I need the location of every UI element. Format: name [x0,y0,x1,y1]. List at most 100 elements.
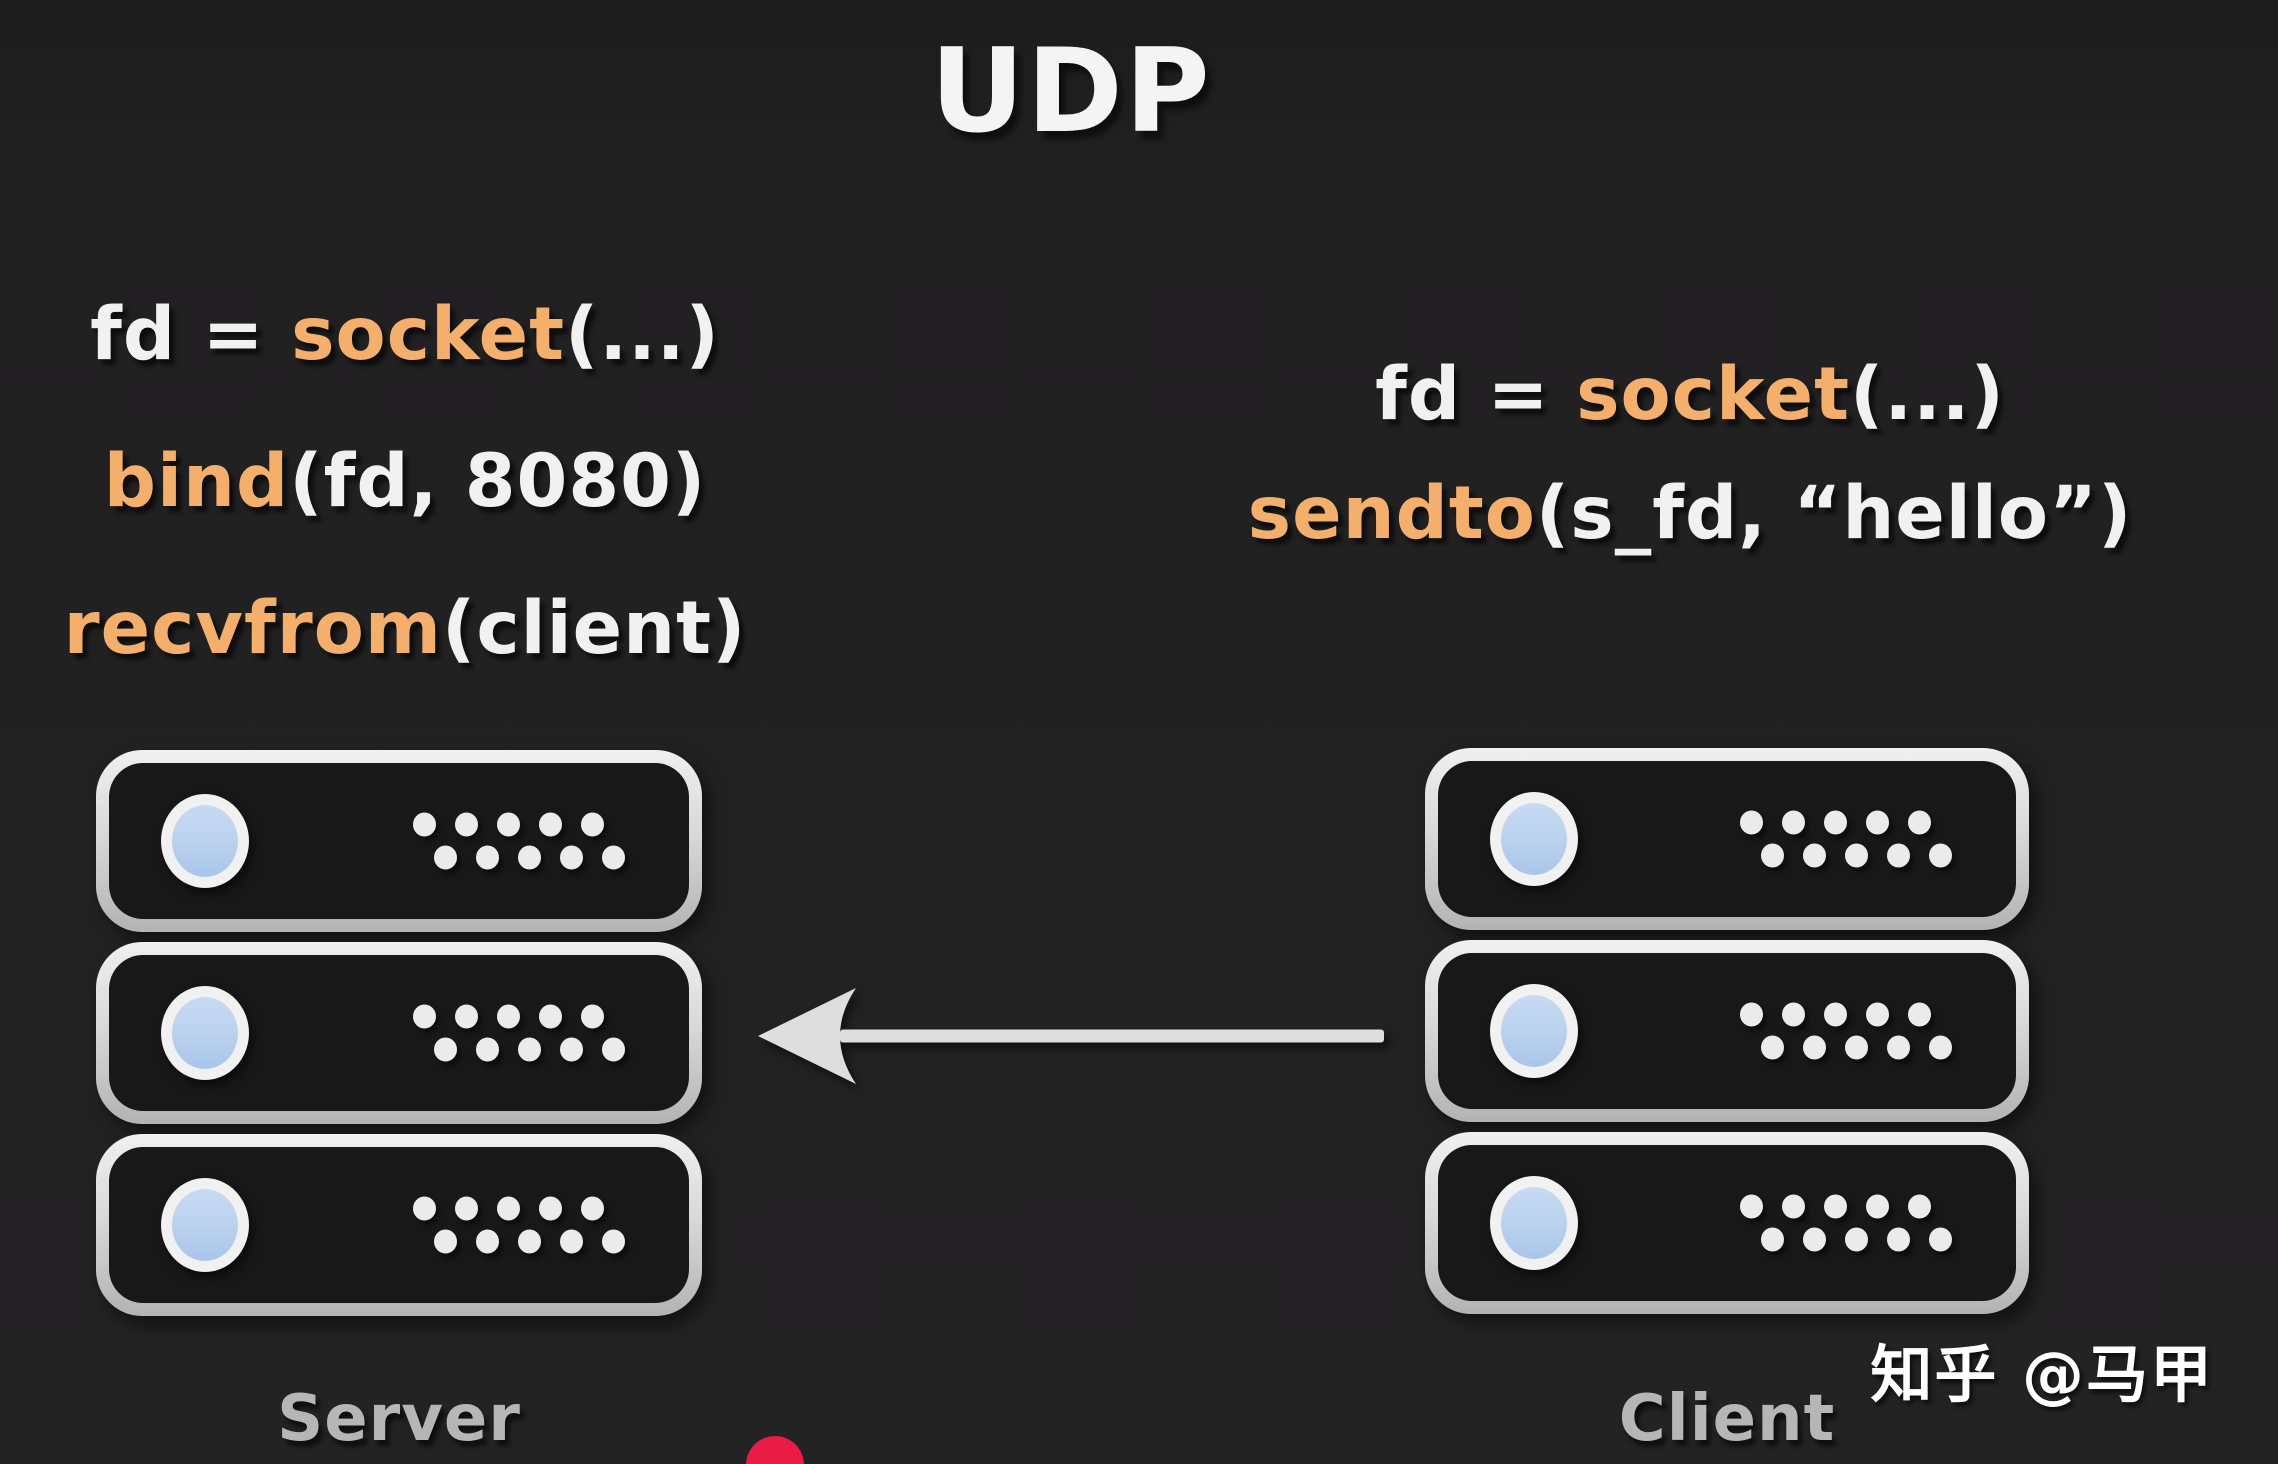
vent-dot-icon [1740,1002,1763,1027]
vent-dots [1740,1002,1952,1060]
watermark: 知乎 @马甲 [1870,1338,2214,1411]
vent-dot-icon [539,1196,562,1221]
code-line: recvfrom(client) [64,586,747,671]
vent-dot-icon [1845,1227,1868,1252]
vent-dot-icon [413,1004,436,1029]
vent-dot-icon [1782,1194,1805,1219]
rack-unit [1425,940,2029,1122]
rack-unit-face [1438,1145,2016,1301]
vent-dot-icon [1824,1194,1847,1219]
vent-dot-icon [518,1037,541,1062]
vent-dot-row [1740,1002,1952,1027]
vent-dot-icon [581,1196,604,1221]
laser-pointer-dot [746,1436,804,1464]
vent-dot-icon [1866,1194,1889,1219]
vent-dot-icon [518,845,541,870]
rack-unit [96,1134,702,1316]
vent-dots [1740,810,1952,868]
led-indicator [161,794,249,888]
vent-dot-icon [560,1229,583,1254]
vent-dot-icon [455,812,478,837]
vent-dot-icon [1803,843,1826,868]
vent-dot-icon [1908,810,1931,835]
vent-dot-icon [434,1037,457,1062]
vent-dot-icon [1782,810,1805,835]
vent-dot-row [413,1004,625,1029]
vent-dot-icon [1761,1227,1784,1252]
vent-dot-icon [476,1229,499,1254]
vent-dot-icon [1887,843,1910,868]
code-segment: socket [291,292,565,377]
code-line: sendto(s_fd, “hello”) [1248,471,2133,556]
rack-unit-face [109,1147,689,1303]
vent-dot-icon [413,812,436,837]
code-line: bind(fd, 8080) [104,439,707,524]
vent-dot-icon [476,1037,499,1062]
vent-dot-icon [560,1037,583,1062]
vent-dot-icon [1824,1002,1847,1027]
vent-dots [413,1196,625,1254]
vent-dot-icon [1887,1227,1910,1252]
vent-dot-icon [518,1229,541,1254]
vent-dot-row [1761,1035,1952,1060]
vent-dot-icon [1824,810,1847,835]
code-segment: bind [103,439,290,524]
vent-dot-icon [581,812,604,837]
rack-unit [1425,748,2029,930]
rack-unit-face [1438,761,2016,917]
vent-dot-icon [602,845,625,870]
vent-dot-icon [434,845,457,870]
vent-dot-icon [1866,810,1889,835]
server-rack [96,750,702,1316]
vent-dot-icon [1908,1194,1931,1219]
rack-unit [1425,1132,2029,1314]
vent-dot-row [1740,1194,1952,1219]
led-indicator [161,986,249,1080]
vent-dot-icon [1929,1227,1952,1252]
rack-unit-face [109,763,689,919]
client-code-block: fd = socket(...) sendto(s_fd, “hello”) [1248,352,2132,556]
vent-dot-row [413,812,625,837]
code-segment: (client) [441,586,747,671]
server-label: Server [277,1382,521,1456]
vent-dot-icon [413,1196,436,1221]
led-indicator [1490,1176,1578,1270]
vent-dot-row [1761,843,1952,868]
server-code-block: fd = socket(...) bind(fd, 8080) recvfrom(c… [50,292,760,671]
vent-dot-icon [602,1229,625,1254]
vent-dot-icon [560,845,583,870]
vent-dot-icon [455,1004,478,1029]
vent-dot-icon [497,1196,520,1221]
arrow-client-to-server-icon [758,988,1384,1084]
client-rack [1425,748,2029,1314]
code-segment: (...) [564,292,720,377]
vent-dot-row [434,1229,625,1254]
vent-dot-icon [1908,1002,1931,1027]
vent-dot-row [413,1196,625,1221]
vent-dot-icon [1866,1002,1889,1027]
vent-dot-icon [434,1229,457,1254]
vent-dots [1740,1194,1952,1252]
code-segment: fd = [1375,352,1577,437]
rack-unit-face [109,955,689,1111]
rack-unit [96,750,702,932]
vent-dot-icon [1929,843,1952,868]
vent-dot-icon [1740,810,1763,835]
vent-dot-icon [581,1004,604,1029]
vent-dot-icon [1761,1035,1784,1060]
vent-dot-icon [1782,1002,1805,1027]
code-line: fd = socket(...) [1375,352,2005,437]
vent-dot-icon [1929,1035,1952,1060]
client-label: Client [1618,1382,1836,1456]
vent-dots [413,1004,625,1062]
rack-unit [96,942,702,1124]
vent-dot-icon [1761,843,1784,868]
code-segment: socket [1576,352,1850,437]
vent-dot-icon [497,812,520,837]
code-segment: (s_fd, “hello”) [1535,471,2133,556]
code-line: fd = socket(...) [90,292,720,377]
code-segment: (...) [1849,352,2005,437]
code-segment: sendto [1247,471,1536,556]
vent-dot-row [434,845,625,870]
